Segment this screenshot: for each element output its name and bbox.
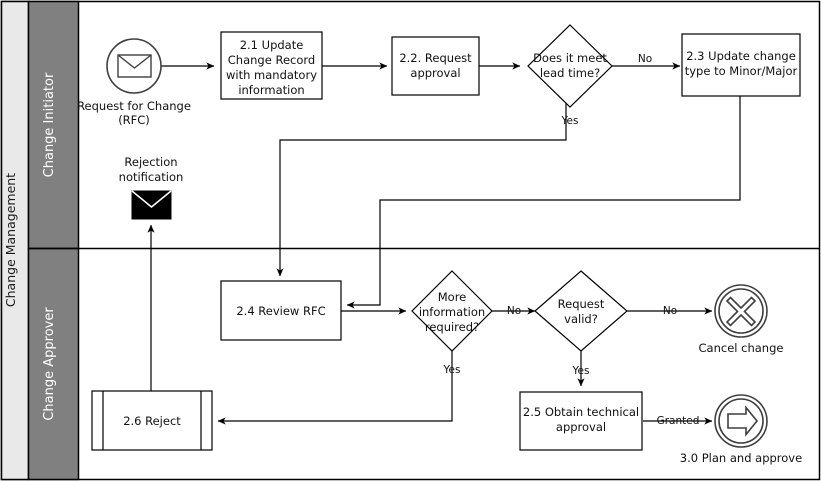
task-2-4-box <box>220 280 342 341</box>
end-event-plan-inner-circle <box>718 398 764 444</box>
flow-task-2-3-to-task-2-4 <box>346 96 741 309</box>
end-event-cancel-label: Cancel change <box>699 341 784 355</box>
task-2-5-label-line-2: approval <box>556 420 606 434</box>
envelope-filled-flap-icon <box>131 190 172 209</box>
gateway-request-valid-diamond <box>534 270 628 352</box>
task-2-1-label-line-1: 2.1 Update <box>240 38 304 52</box>
rejection-notification-label-line-1: Rejection <box>124 155 177 169</box>
end-event-cancel-outer-circle <box>714 284 768 338</box>
task-2-1-label-line-2: Change Record <box>228 53 315 67</box>
end-event-plan-outer-circle <box>714 394 768 448</box>
sequence-flows <box>147 62 741 425</box>
gateway-lead-time[interactable]: Does it meet lead time? <box>527 24 613 108</box>
gateway-request-valid-label-line-2: valid? <box>564 312 598 326</box>
gateway-lead-time-label-line-2: lead time? <box>540 66 600 80</box>
task-2-5-box <box>519 391 643 451</box>
task-2-6-label-line-1: 2.6 Reject <box>123 414 181 428</box>
pool-label: Change Management <box>3 173 18 307</box>
envelope-outline-icon <box>117 54 152 78</box>
flow-label-lead-time-no: No <box>638 53 652 65</box>
flow-labels: No Yes No Yes No Yes Granted <box>443 53 700 427</box>
task-2-2-label-line-2: approval <box>410 66 460 80</box>
task-2-4[interactable]: 2.4 Review RFC <box>220 280 342 341</box>
task-2-1-box <box>220 31 323 100</box>
gateway-more-information-diamond <box>411 270 493 352</box>
gateway-more-information-label-line-2: information <box>419 305 485 319</box>
flow-label-more-info-yes: Yes <box>443 364 461 376</box>
gateway-more-information-label-line-3: required? <box>425 320 479 334</box>
rejection-notification-label-line-2: notification <box>119 170 184 184</box>
task-2-2-box <box>391 36 480 96</box>
pool-header <box>0 0 30 481</box>
gateway-request-valid[interactable]: Request valid? <box>534 270 628 352</box>
start-event-label-line-2: (RFC) <box>118 113 150 127</box>
task-2-6-box <box>91 390 213 451</box>
task-2-4-label-line-1: 2.4 Review RFC <box>236 304 325 318</box>
gateway-more-information[interactable]: More information required? <box>411 270 493 352</box>
event-end-cancel-change[interactable]: Cancel change <box>699 284 784 355</box>
task-2-3-label-line-2: type to Minor/Major <box>685 64 798 78</box>
flow-gateway-more-information-yes-to-task-2-6 <box>217 351 453 425</box>
lane-label-change-initiator: Change Initiator <box>42 72 57 177</box>
lane-header-change-initiator <box>27 0 80 250</box>
gateway-lead-time-diamond <box>527 24 613 108</box>
task-2-5[interactable]: 2.5 Obtain technical approval <box>519 391 643 451</box>
task-2-5-label-line-1: 2.5 Obtain technical <box>523 405 639 419</box>
start-event-label-line-1: Request for Change <box>77 99 191 113</box>
right-arrow-icon <box>727 405 759 437</box>
end-event-cancel-inner-circle <box>718 288 764 334</box>
event-end-plan-and-approve[interactable]: 3.0 Plan and approve <box>680 394 802 465</box>
cross-x-icon <box>725 296 757 327</box>
flow-label-valid-yes: Yes <box>572 365 590 377</box>
gateway-more-information-label-line-1: More <box>438 290 467 304</box>
event-rejection-notification[interactable]: Rejection notification <box>119 155 184 220</box>
flow-label-more-info-no: No <box>507 305 521 317</box>
task-2-3-box <box>681 33 801 97</box>
lane-header-change-approver <box>27 247 80 481</box>
flow-label-granted: Granted <box>657 415 700 427</box>
envelope-flap-icon <box>117 54 152 69</box>
task-2-3[interactable]: 2.3 Update change type to Minor/Major <box>681 33 801 97</box>
flow-label-valid-no: No <box>663 305 677 317</box>
flow-label-lead-time-yes: Yes <box>561 115 579 127</box>
task-2-1[interactable]: 2.1 Update Change Record with mandatory … <box>220 31 323 100</box>
task-2-2[interactable]: 2.2. Request approval <box>391 36 480 96</box>
gateway-request-valid-label-line-1: Request <box>558 297 605 311</box>
task-2-1-label-line-4: information <box>238 83 304 97</box>
lane-label-change-approver: Change Approver <box>42 307 57 421</box>
flow-gateway-lead-time-yes-to-task-2-4 <box>276 103 567 277</box>
task-2-1-label-line-3: with mandatory <box>226 68 317 82</box>
end-event-plan-label: 3.0 Plan and approve <box>680 451 802 465</box>
task-2-6[interactable]: 2.6 Reject <box>91 390 213 451</box>
event-start-rfc[interactable]: Request for Change (RFC) <box>77 38 191 127</box>
task-2-2-label-line-1: 2.2. Request <box>399 51 472 65</box>
gateway-lead-time-label-line-1: Does it meet <box>533 51 607 65</box>
task-2-3-label-line-1: 2.3 Update change <box>686 49 796 63</box>
